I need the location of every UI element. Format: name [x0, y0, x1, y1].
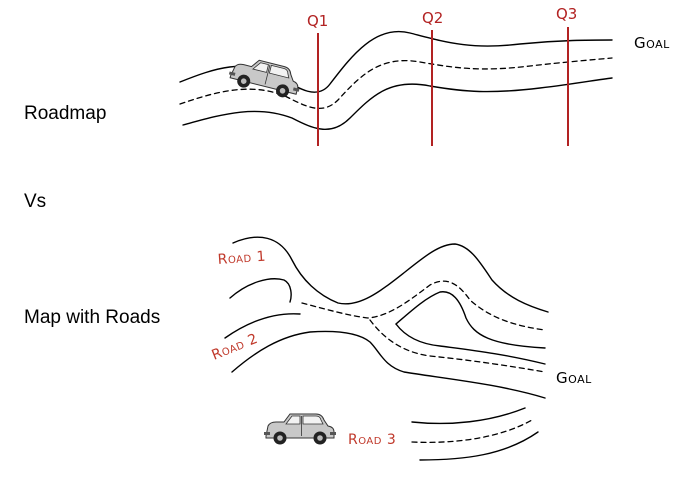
road-1-label: Road 1 [217, 249, 266, 268]
map-car-icon [263, 413, 337, 445]
roadmap-road-center-dash [179, 57, 613, 109]
map-roads [224, 236, 549, 461]
inner-island-edge [395, 291, 546, 349]
road-3-lower-edge [419, 431, 539, 461]
inner-island-lower-edge [395, 323, 546, 365]
map-goal-label: Goal [556, 369, 592, 387]
road-2-label: Road 2 [210, 331, 261, 364]
milestone-q1-label: Q1 [307, 12, 328, 30]
road-3-upper-edge [411, 407, 526, 425]
road-2-lower-edge [231, 330, 546, 399]
vs-label: Vs [24, 191, 47, 212]
road-2-upper-edge [224, 313, 301, 339]
milestone-lines [317, 27, 569, 146]
road-3-label: Road 3 [348, 432, 396, 448]
road-3-center-dash [411, 419, 533, 443]
roadmap-car-icon [226, 53, 305, 102]
road-1-top-edge [232, 236, 549, 313]
lower-route-center-dash [369, 319, 546, 373]
roadmap-road-lower-edge [182, 77, 613, 131]
road-1-lower-edge [229, 278, 292, 303]
roadmap-goal-label: Goal [634, 34, 670, 52]
roadmap-label: Roadmap [24, 103, 107, 124]
milestone-q3-label: Q3 [556, 5, 577, 23]
milestone-q2-label: Q2 [422, 9, 443, 27]
map-with-roads-label: Map with Roads [24, 307, 161, 328]
main-route-center-dash [301, 280, 546, 331]
